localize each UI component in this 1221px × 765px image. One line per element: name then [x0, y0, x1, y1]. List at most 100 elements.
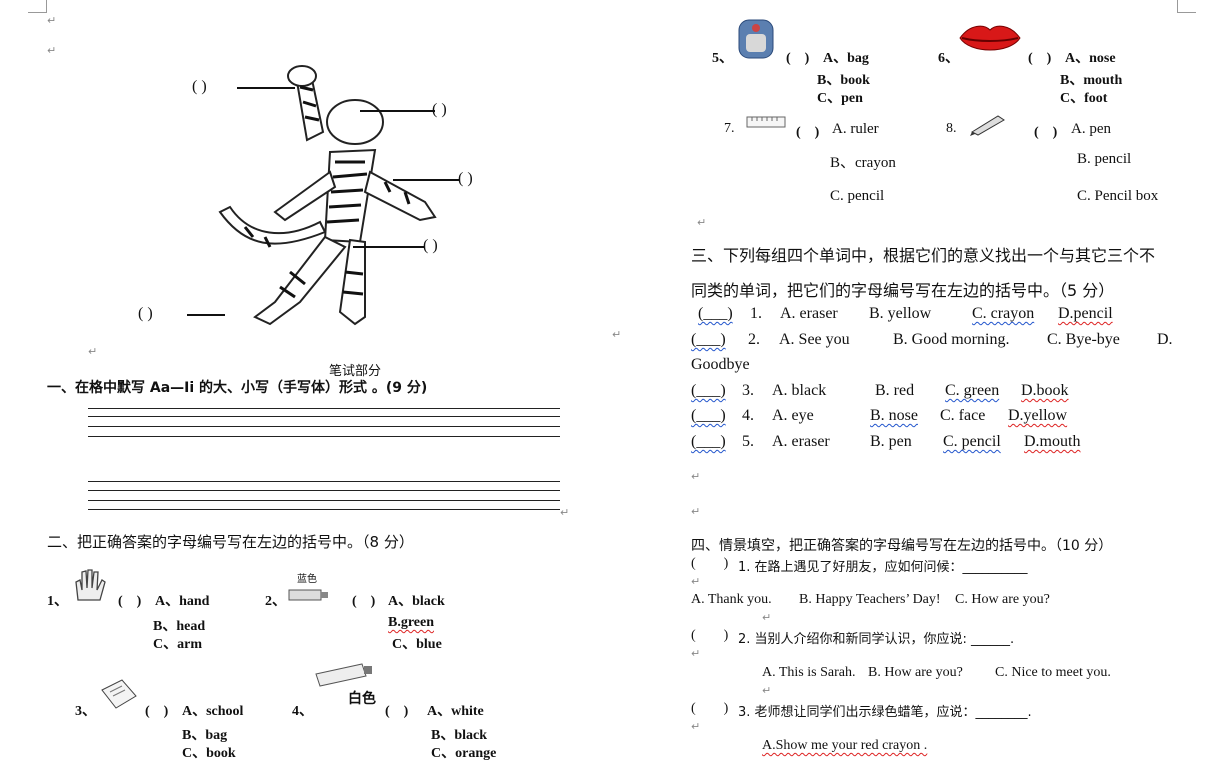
section4-q1-blank[interactable]: ( ) [691, 556, 729, 571]
q7-option-c: C. pencil [830, 188, 885, 204]
section4-q3-text: 3. 老师想让同学们出示绿色蜡笔，应说：________. [738, 705, 1032, 720]
q4-option-a: A、white [427, 704, 484, 719]
q2-option-b: B.green [388, 615, 435, 630]
label-blank-4[interactable]: ( ) [423, 237, 438, 254]
book-icon [101, 679, 137, 709]
paragraph-mark: ↵ [691, 647, 701, 660]
q2-number: 2、 [265, 594, 286, 609]
q7-option-b: B、crayon [830, 155, 896, 171]
q2-option-c: C、blue [392, 637, 442, 652]
q7-paren[interactable]: ( ) [796, 125, 820, 140]
paint-tube-icon [288, 589, 328, 601]
q5-option-c: C、pen [817, 91, 863, 106]
option-d: D. [1157, 331, 1173, 348]
option-b: B. yellow [869, 305, 932, 322]
section4-q2-option-b: B. How are you? [868, 665, 963, 680]
option-a: A. eraser [772, 433, 830, 450]
q8-paren[interactable]: ( ) [1034, 125, 1058, 140]
q2-option-a: A、black [388, 594, 445, 609]
label-blank-3[interactable]: ( ) [458, 170, 473, 187]
question-number: 4. [742, 407, 754, 424]
section4-q2-option-a: A. This is Sarah. [762, 665, 856, 680]
answer-blank[interactable]: (___) [691, 433, 726, 450]
section4-q1-text: 1. 在路上遇见了好朋友，应如何问候：__________ [738, 560, 1028, 575]
option-c: C. crayon [972, 305, 1035, 322]
q7-number: 7. [724, 121, 735, 136]
section3-title-line1: 三、下列每组四个单词中，根据它们的意义找出一个与其它三个不 [691, 246, 1156, 265]
section4-q1-option-a: A. Thank you. [691, 592, 772, 607]
q3-option-a: A、school [182, 704, 244, 719]
section4-q2-text: 2. 当别人介绍你和新同学认识，你应说: ______. [738, 632, 1015, 647]
question-number: 2. [748, 331, 760, 348]
paragraph-mark: ↵ [691, 505, 701, 518]
mouth-icon [959, 25, 1021, 51]
question-number: 5. [742, 433, 754, 450]
q5-option-b: B、book [817, 73, 870, 88]
q4-color-label: 白色 [348, 691, 376, 707]
q7-option-a: A. ruler [832, 121, 879, 137]
option-a: A. black [772, 382, 827, 399]
paint-tube-icon [315, 663, 372, 687]
q1-paren[interactable]: ( ) [118, 594, 142, 609]
paragraph-mark: ↵ [47, 14, 57, 27]
q2-paren[interactable]: ( ) [352, 594, 376, 609]
q4-option-c: C、orange [431, 746, 497, 761]
section4-q3-blank[interactable]: ( ) [691, 701, 729, 716]
q4-option-b: B、black [431, 728, 488, 743]
q6-option-b: B、mouth [1060, 73, 1123, 88]
answer-blank[interactable]: (___) [698, 305, 733, 322]
q3-option-b: B、bag [182, 728, 228, 743]
option-d: D.mouth [1024, 433, 1081, 450]
q5-paren[interactable]: ( ) [786, 51, 810, 66]
tiger-illustration [187, 65, 460, 326]
paragraph-mark: ↵ [47, 44, 57, 57]
answer-blank[interactable]: (___) [691, 407, 726, 424]
q5-option-a: A、bag [823, 51, 869, 66]
q8-number: 8. [946, 121, 957, 136]
label-blank-2[interactable]: ( ) [432, 101, 447, 118]
paragraph-mark: ↵ [88, 345, 98, 358]
option-d: D.book [1021, 382, 1069, 399]
paragraph-mark: ↵ [762, 684, 772, 697]
section2-title: 二、把正确答案的字母编号写在左边的括号中。（8 分） [47, 533, 414, 551]
section4-q1-option-c: C. How are you? [955, 592, 1050, 607]
paragraph-mark: ↵ [691, 575, 701, 588]
written-part-title: 笔试部分 [329, 364, 382, 379]
q6-option-a: A、nose [1065, 51, 1116, 66]
q1-number: 1、 [47, 594, 68, 609]
q8-option-c: C. Pencil box [1077, 188, 1159, 204]
option-a: A. eye [772, 407, 814, 424]
question-number: 1. [750, 305, 762, 322]
option-c: C. pencil [943, 433, 1001, 450]
section4-q2-option-c: C. Nice to meet you. [995, 665, 1111, 680]
option-a: A. See you [779, 331, 850, 348]
label-blank-1[interactable]: ( ) [192, 78, 207, 95]
option-b: B. nose [870, 407, 918, 424]
q6-option-c: C、foot [1060, 91, 1108, 106]
paragraph-mark: ↵ [697, 216, 707, 229]
section3-title-line2: 同类的单词，把它们的字母编号写在左边的括号中。（5 分） [691, 281, 1115, 300]
option-c: C. Bye-bye [1047, 331, 1120, 348]
q4-paren[interactable]: ( ) [385, 704, 409, 719]
label-blank-5[interactable]: ( ) [138, 305, 153, 322]
section4-q1-option-b: B. Happy Teachers’ Day! [799, 592, 941, 607]
option-b: B. red [875, 382, 915, 399]
ruler-icon [746, 116, 786, 128]
q6-number: 6、 [938, 51, 959, 66]
backpack-icon [738, 19, 774, 59]
q1-option-b: B、head [153, 619, 206, 634]
option-d: D.yellow [1008, 407, 1068, 424]
answer-blank[interactable]: (___) [691, 382, 726, 399]
paragraph-mark: ↵ [691, 470, 701, 483]
corner-mark-top-right [1177, 0, 1196, 13]
section4-q2-blank[interactable]: ( ) [691, 628, 729, 643]
paragraph-mark: ↵ [762, 611, 772, 624]
option-b: B. Good morning. [893, 331, 1010, 348]
option-c: C. face [940, 407, 986, 424]
answer-blank[interactable]: (___) [691, 331, 726, 348]
q6-paren[interactable]: ( ) [1028, 51, 1052, 66]
hand-icon [75, 569, 106, 601]
q3-paren[interactable]: ( ) [145, 704, 169, 719]
paragraph-mark: ↵ [612, 328, 622, 341]
section1-title: 一、在格中默写 Aa—Ii 的大、小写（手写体）形式 。(9 分) [47, 380, 428, 396]
